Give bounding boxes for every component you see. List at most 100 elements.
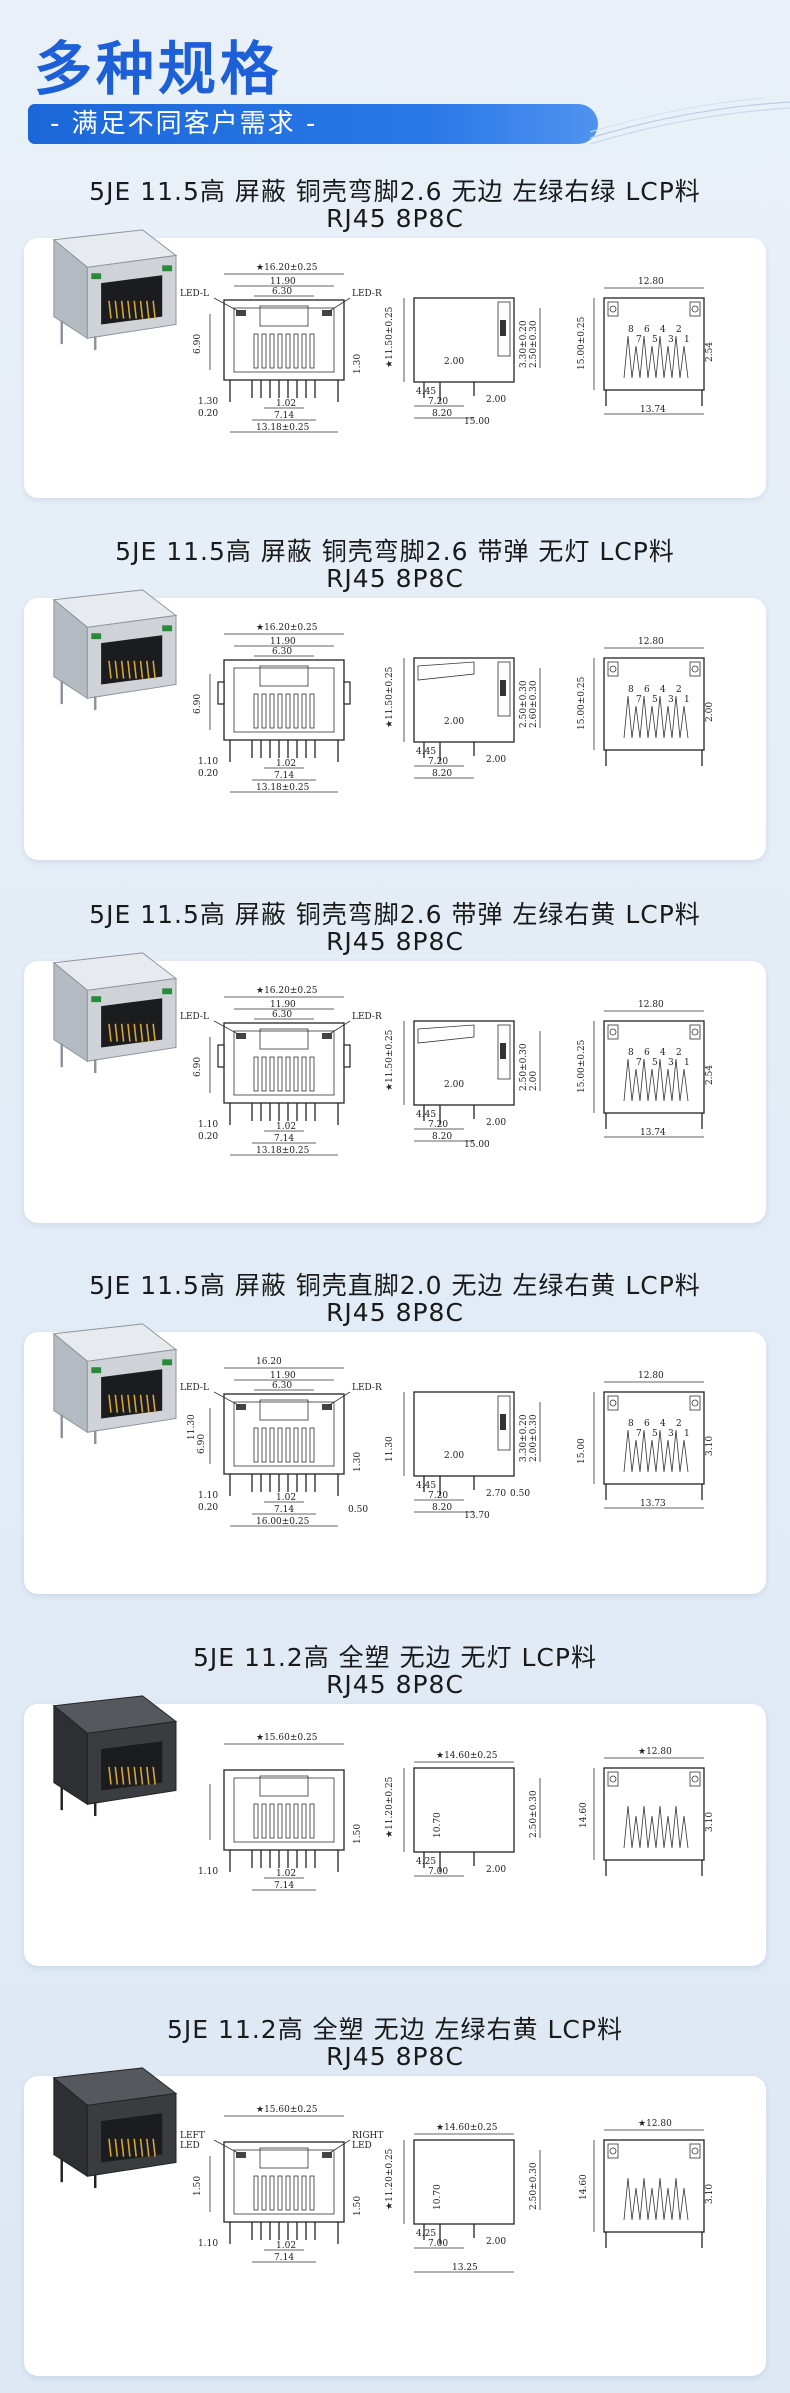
spec-title: 5JE 11.2高 全塑 无边 左绿右黄 LCP料 — [167, 2015, 623, 2044]
photo-contact — [114, 1023, 119, 1042]
dim-side-e: 13.70 — [464, 1511, 490, 1521]
dim-side-d: 8.20 — [432, 1503, 452, 1513]
drawing-contact — [253, 333, 259, 369]
dim-p1: 1.30 — [198, 397, 218, 407]
side-spring — [417, 661, 475, 681]
pin-number: 4 — [660, 1048, 666, 1058]
dim-front-b: 13.74 — [640, 405, 666, 415]
front-clip-r — [689, 1395, 701, 1411]
front-contacts — [623, 695, 689, 739]
photo-contact — [133, 1394, 137, 1413]
front-clip-r — [689, 2143, 701, 2159]
pin-number: 2 — [676, 1048, 682, 1058]
drawing-inner — [233, 1777, 335, 1843]
drawing-body — [223, 2141, 345, 2223]
dim-p3: 7.14 — [274, 1881, 294, 1891]
photo-contact — [133, 2138, 137, 2157]
side-body — [413, 1020, 515, 1106]
pin-number: 2 — [676, 325, 682, 335]
dim-s2: 2.00±0.30 — [529, 1414, 539, 1462]
drawing-contact — [285, 1803, 291, 1839]
drawing-contact — [285, 693, 291, 729]
drawing-contact — [309, 1056, 315, 1092]
dim-pitch: 1.02 — [276, 759, 296, 769]
photo-contact — [146, 1023, 150, 1042]
dim-h1: 1.50 — [193, 2176, 203, 2196]
dim-side-b: 4.45 — [416, 1110, 436, 1120]
drawing-led-r — [322, 310, 332, 316]
front-contacts — [623, 335, 689, 379]
dim-h2: 6.90 — [197, 1434, 207, 1454]
drawing-contact — [285, 1427, 291, 1463]
dim-bottom: 13.18±0.25 — [256, 423, 310, 433]
drawing-contact — [301, 1056, 307, 1092]
dim-p1: 1.10 — [198, 2239, 218, 2249]
pin-number: 2 — [676, 685, 682, 695]
dim-front-c: 3.10 — [705, 1436, 715, 1456]
front-clip-l — [607, 301, 619, 317]
photo-contact — [133, 660, 137, 679]
dim-side-b: 4.25 — [416, 2229, 436, 2239]
drawing-contact — [277, 1056, 283, 1092]
dim-s2: 2.00 — [529, 1071, 539, 1091]
dim-width: ★16.20±0.25 — [256, 623, 318, 633]
pin-number: 3 — [668, 1429, 674, 1439]
pin-number: 6 — [644, 685, 650, 695]
dim-width: ★16.20±0.25 — [256, 263, 318, 273]
front-body — [603, 297, 705, 391]
spec-subtitle: RJ45 8P8C — [326, 1670, 464, 1699]
dim-p3: 7.14 — [274, 1134, 294, 1144]
dim-side-f: 2.00 — [486, 395, 506, 405]
dim-front-w: 12.80 — [638, 277, 664, 287]
spec-subtitle: RJ45 8P8C — [326, 2042, 464, 2071]
drawing-contact — [261, 1427, 267, 1463]
dim-s2: 2.50±0.30 — [529, 320, 539, 368]
drawing-contact — [301, 2175, 307, 2211]
front-clip-r — [689, 1024, 701, 1040]
drawing-contact — [301, 693, 307, 729]
photo-contact — [127, 300, 131, 319]
pin-number: 1 — [684, 335, 690, 345]
dim-side-h: ★11.50±0.25 — [385, 306, 395, 368]
drawing-contact — [277, 1427, 283, 1463]
dim-front-w: 12.80 — [638, 1000, 664, 1010]
front-clip-r — [689, 661, 701, 677]
led-right-label: RIGHT — [352, 2131, 383, 2141]
pin-number: 7 — [636, 1058, 642, 1068]
dim-side-f: 2.00 — [486, 755, 506, 765]
dim-bottom: 16.00±0.25 — [256, 1517, 310, 1527]
front-contacts — [623, 1058, 689, 1102]
front-clip-l — [607, 1395, 619, 1411]
photo-contact — [146, 1394, 150, 1413]
dim-front-b: 13.74 — [640, 1128, 666, 1138]
pin-number: 3 — [668, 1058, 674, 1068]
dim-s3: 15.00±0.25 — [577, 676, 587, 730]
dim-p4: 0.50 — [348, 1505, 368, 1515]
dim-p2: 0.20 — [198, 1132, 218, 1142]
side-body — [413, 2139, 515, 2225]
dim-side-h: ★11.50±0.25 — [385, 1029, 395, 1091]
dim-side-h: ★11.50±0.25 — [385, 666, 395, 728]
drawing-contact — [293, 333, 299, 369]
led-right-label: LED-R — [352, 1383, 382, 1393]
photo-led-right — [162, 625, 173, 632]
spec-title: 5JE 11.5高 屏蔽 铜壳弯脚2.6 带弹 无灯 LCP料 — [115, 537, 675, 566]
dim-side-top: ★14.60±0.25 — [436, 2123, 498, 2133]
dim-inner: 11.90 — [270, 1000, 296, 1010]
photo-contact — [127, 660, 131, 679]
spec-title: 5JE 11.5高 屏蔽 铜壳弯脚2.6 带弹 左绿右黄 LCP料 — [89, 900, 701, 929]
photo-contact — [139, 1394, 144, 1413]
drawing-spring-r — [343, 1044, 351, 1068]
front-body — [603, 1767, 705, 1861]
photo-contact — [139, 1023, 144, 1042]
dim-front-h: 14.60 — [579, 2174, 589, 2200]
photo-contact — [139, 660, 144, 679]
photo-contact — [108, 1394, 112, 1413]
drawing-contact — [261, 693, 267, 729]
dim-side-f: 2.00 — [486, 1118, 506, 1128]
dim-side-c: 7.20 — [428, 397, 448, 407]
dim-pitch: 1.02 — [276, 1493, 296, 1503]
dim-front-b: 13.73 — [640, 1499, 666, 1509]
